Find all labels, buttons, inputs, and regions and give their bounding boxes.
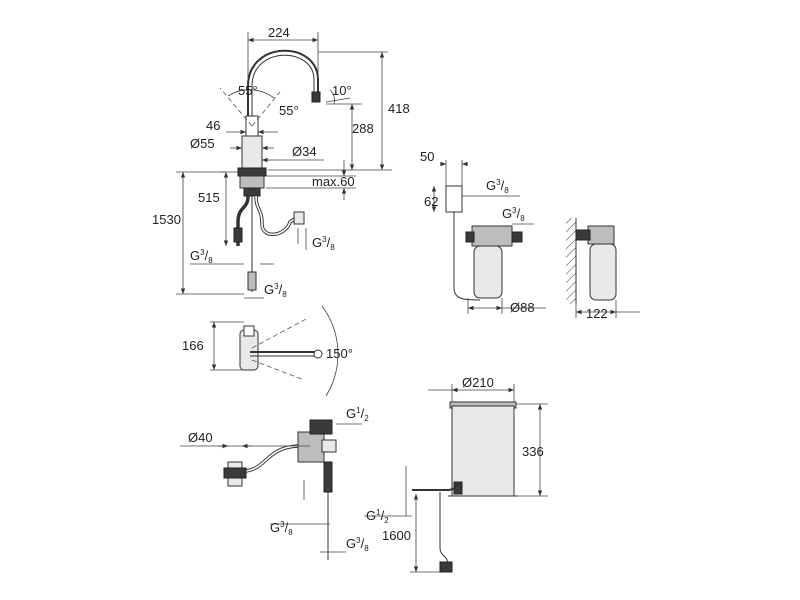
lever-swing-left <box>219 87 253 127</box>
boiler-unit: Ø210 336 G1/2 1600 <box>364 375 548 573</box>
valve-stem <box>323 461 333 493</box>
filter-wall-view: 122 <box>566 218 640 321</box>
thread-side-label: G3/8 <box>312 235 335 252</box>
valve-top <box>309 419 333 435</box>
dim-10deg-arc <box>329 89 335 105</box>
dim-lever-angle-1: 55° <box>238 83 258 98</box>
thread-main-label: G3/8 <box>190 248 213 265</box>
dim-10deg-line <box>325 97 351 103</box>
connector-nut <box>223 467 247 479</box>
hose-left-end <box>233 227 243 243</box>
dim-outlet-height: 288 <box>352 121 374 136</box>
hose-center-end <box>247 271 257 291</box>
swivel-spout-down <box>251 359 305 381</box>
valve-assembly: Ø40 G1/2 G3/8 G3/8 <box>180 406 369 560</box>
boiler-plug <box>439 561 453 573</box>
faucet-front-view: 224 10° 55° 55° 418 288 46 Ø55 Ø34 max.6… <box>152 25 410 299</box>
swivel-arc <box>321 305 339 397</box>
dim-total-height: 418 <box>388 101 410 116</box>
swivel-lever <box>243 325 255 337</box>
spout-arc <box>247 49 319 128</box>
wall-hatch <box>566 218 576 304</box>
filter-unit: 50 62 G3/8 G3/8 Ø88 <box>420 149 546 315</box>
thread-filter-b-label: G3/8 <box>502 206 525 223</box>
dim-filter-top: 50 <box>420 149 434 164</box>
dim-hole-diameter: Ø34 <box>292 144 317 159</box>
dim-body-diameter: Ø55 <box>190 136 215 151</box>
dim-filter-height: 62 <box>424 194 438 209</box>
valve-body <box>297 431 325 463</box>
swivel-spout-up <box>251 317 309 349</box>
dim-lever-width: 46 <box>206 118 220 133</box>
dim-filter-diameter: Ø88 <box>510 300 535 315</box>
hose-right-fitting <box>293 211 305 225</box>
wall-filter-cartridge <box>589 243 617 301</box>
hose-left <box>236 195 250 246</box>
valve-right <box>321 439 337 453</box>
hose-right-core <box>255 195 297 236</box>
dim-boiler-cable: 1600 <box>382 528 411 543</box>
thread-valve-b-label: G3/8 <box>346 536 369 553</box>
dim-connector-diameter: Ø40 <box>188 430 213 445</box>
lever-arc <box>227 89 275 99</box>
spout-outlet <box>311 91 321 103</box>
thread-boiler-label: G1/2 <box>366 508 389 525</box>
faucet-base <box>237 167 267 177</box>
thread-bottom-label: G3/8 <box>264 282 287 299</box>
dim-spout-reach: 224 <box>268 25 290 40</box>
thread-filter-a-label: G3/8 <box>486 178 509 195</box>
thread-valve-a-label: G3/8 <box>270 520 293 537</box>
wall-filter-bracket <box>575 229 591 241</box>
filter-pipe <box>453 212 481 301</box>
wall-filter-head <box>587 225 615 245</box>
dim-swivel-depth: 166 <box>182 338 204 353</box>
counter-mount <box>239 175 265 189</box>
boiler-cable <box>439 492 449 565</box>
dim-wall-depth: 122 <box>586 306 608 321</box>
thread-valve-label: G1/2 <box>346 406 369 423</box>
dim-lever-angle-2: 55° <box>279 103 299 118</box>
filter-head-right <box>511 231 523 243</box>
lever-swing-right <box>251 91 281 127</box>
dim-boiler-diameter: Ø210 <box>462 375 494 390</box>
faucet-lever <box>245 115 259 139</box>
dim-counter-thickness: max.60 <box>312 174 355 189</box>
filter-cartridge <box>473 245 503 299</box>
filter-top-block <box>445 185 463 213</box>
dim-boiler-height: 336 <box>522 444 544 459</box>
dim-hose-length: 1530 <box>152 212 181 227</box>
spout-arc-inner <box>251 54 315 126</box>
boiler-supply <box>412 483 459 491</box>
filter-head <box>471 225 513 247</box>
swivel-spout-tip <box>313 349 323 359</box>
mount-nut <box>243 187 261 197</box>
faucet-body <box>241 135 263 171</box>
filter-head-left <box>465 231 475 243</box>
boiler-tank <box>451 405 515 497</box>
dim-swivel-angle: 150° <box>326 346 353 361</box>
dim-hose-515: 515 <box>198 190 220 205</box>
dim-spout-angle: 10° <box>332 83 352 98</box>
faucet-swivel-view: 166 150° <box>182 305 353 397</box>
